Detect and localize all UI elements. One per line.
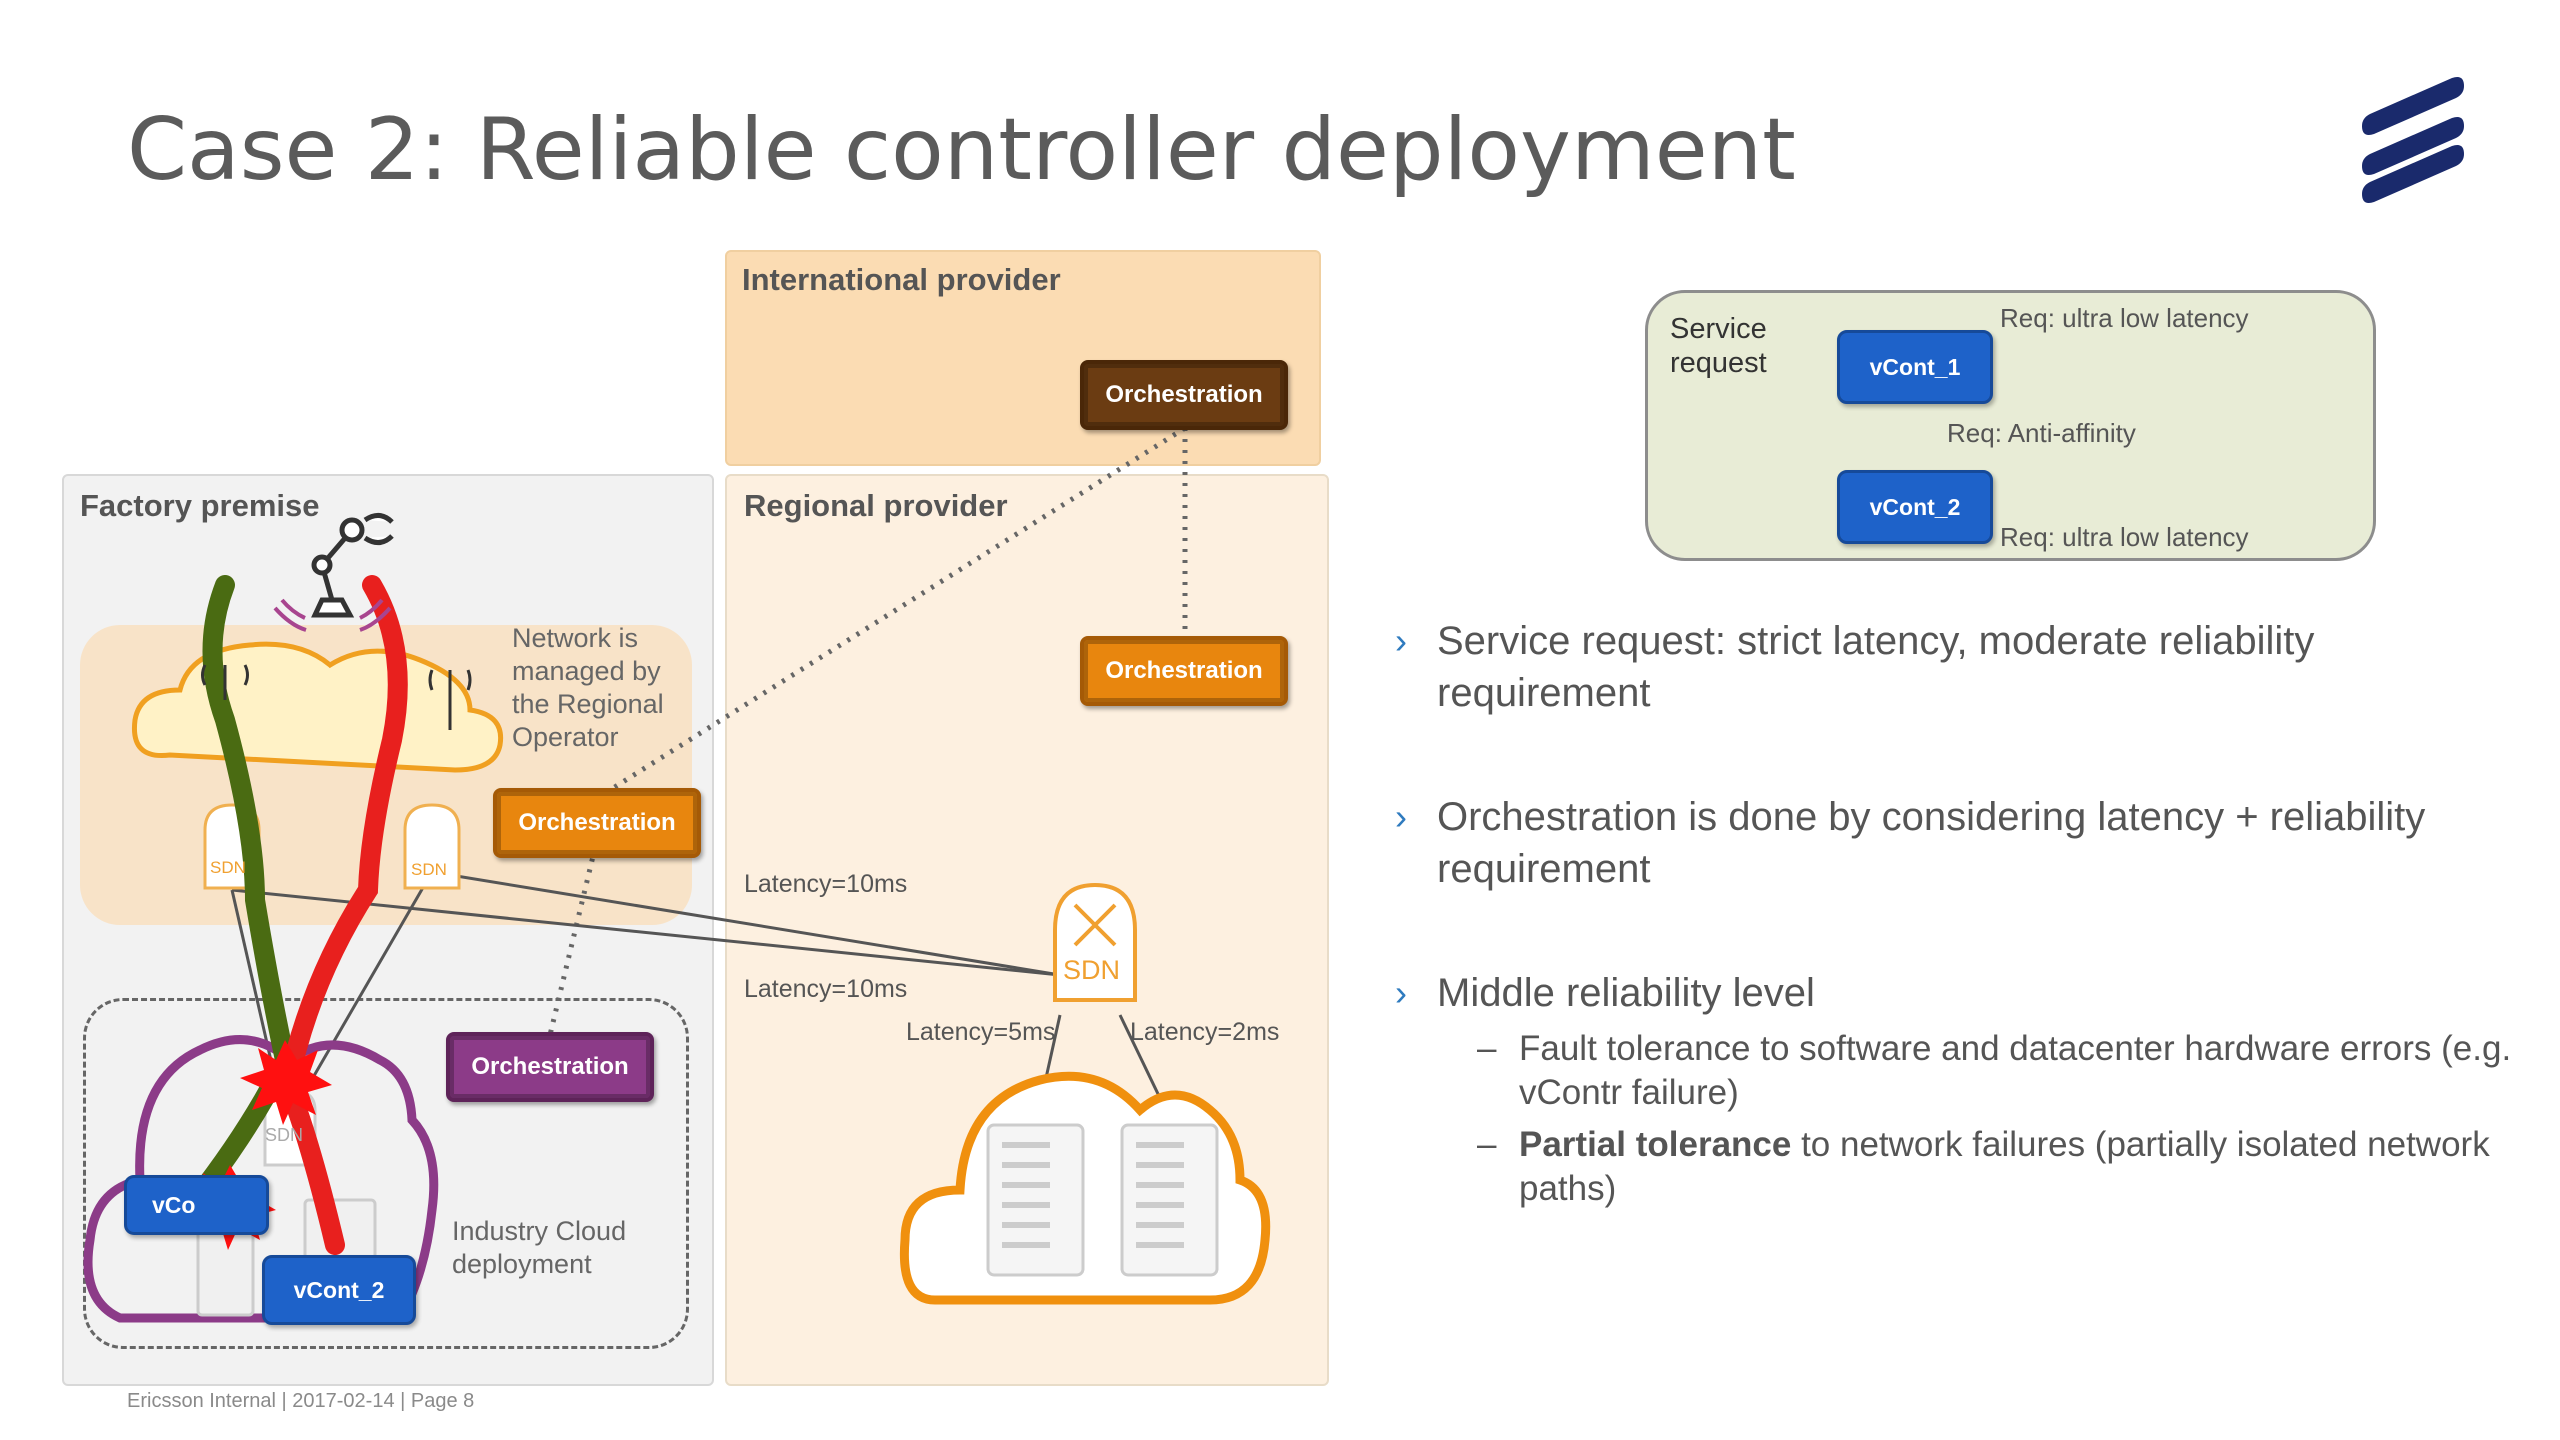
bullet-item: › Middle reliability level – Fault toler…: [1395, 967, 2535, 1211]
chevron-right-icon: ›: [1395, 796, 1407, 837]
regional-sdn-label: SDN: [1063, 955, 1121, 985]
failure-burst-icon: [240, 1040, 332, 1125]
slide-footer: Ericsson Internal | 2017-02-14 | Page 8: [127, 1390, 475, 1412]
international-provider-box: [725, 250, 1321, 466]
vcont2-request[interactable]: vCont_2: [1837, 470, 1993, 544]
sub-bullet-item: – Partial tolerance to network failures …: [1477, 1125, 2490, 1208]
bullet-list: › Service request: strict latency, moder…: [1395, 615, 2535, 1211]
red-network-path: [277, 575, 408, 1255]
req-latency-top: Req: ultra low latency: [2000, 303, 2249, 333]
vcont1-deployed-label: vCo: [152, 1191, 196, 1218]
orchestration-factory[interactable]: Orchestration: [493, 788, 701, 858]
page-title: Case 2: Reliable controller deployment: [127, 100, 1796, 200]
latency-label-3: Latency=5ms: [906, 1018, 1056, 1046]
robot-arm-icon: [311, 513, 394, 618]
bullet-item: › Service request: strict latency, moder…: [1395, 615, 2535, 719]
orch-link-diagonal: [608, 425, 1187, 793]
bullet-item: › Orchestration is done by considering l…: [1395, 791, 2535, 895]
regional-sdn-icon: [1053, 882, 1137, 1002]
vcont2-deployed[interactable]: vCont_2: [262, 1255, 416, 1325]
orch-link-industry: [547, 847, 598, 1036]
industry-cloud-area: [83, 998, 689, 1349]
industry-cloud-note: Industry Cloud deployment: [452, 1216, 627, 1279]
factory-sdn-label-1: SDN: [210, 858, 246, 877]
req-anti-affinity: Req: Anti-affinity: [1947, 418, 2136, 448]
factory-network-cloud-icon: [131, 641, 504, 773]
sdn-link-2: [431, 870, 1061, 977]
vcont1-request[interactable]: vCont_1: [1837, 330, 1993, 404]
latency-label-4: Latency=2ms: [1130, 1018, 1280, 1046]
factory-sdn-label-2: SDN: [411, 860, 447, 879]
ericsson-logo: [2362, 77, 2464, 203]
req-latency-bottom: Req: ultra low latency: [2000, 522, 2249, 552]
international-provider-label: International provider: [742, 262, 1061, 297]
factory-link-2: [298, 871, 434, 1101]
sdn-arrows-icon: [1073, 903, 1117, 947]
industry-sdn-label: SDN: [265, 1125, 304, 1145]
wireless-signal-icon: [273, 598, 392, 632]
factory-sdn-icon-2: [403, 803, 461, 890]
orchestration-international[interactable]: Orchestration: [1080, 360, 1288, 430]
latency-label-1: Latency=10ms: [744, 870, 908, 898]
orchestration-regional[interactable]: Orchestration: [1080, 636, 1288, 706]
vcont1-deployed[interactable]: vCo: [124, 1175, 269, 1235]
network-note: Network is managed by the Regional Opera…: [512, 623, 664, 752]
orchestration-industry[interactable]: Orchestration: [446, 1032, 654, 1102]
antenna-icon: [201, 664, 472, 730]
regional-provider-label: Regional provider: [744, 488, 1008, 523]
chevron-right-icon: ›: [1395, 620, 1407, 661]
service-request-title: Service request: [1670, 313, 1767, 379]
server-slot-lines: [1002, 1142, 1184, 1248]
dash-marker: –: [1477, 1029, 1497, 1068]
chevron-right-icon: ›: [1395, 972, 1407, 1013]
latency-label-2: Latency=10ms: [744, 975, 908, 1003]
dash-marker: –: [1477, 1125, 1497, 1164]
sub-bullet-item: – Fault tolerance to software and datace…: [1477, 1029, 2512, 1112]
factory-premise-label: Factory premise: [80, 488, 320, 523]
service-request-panel: [1645, 290, 2376, 561]
